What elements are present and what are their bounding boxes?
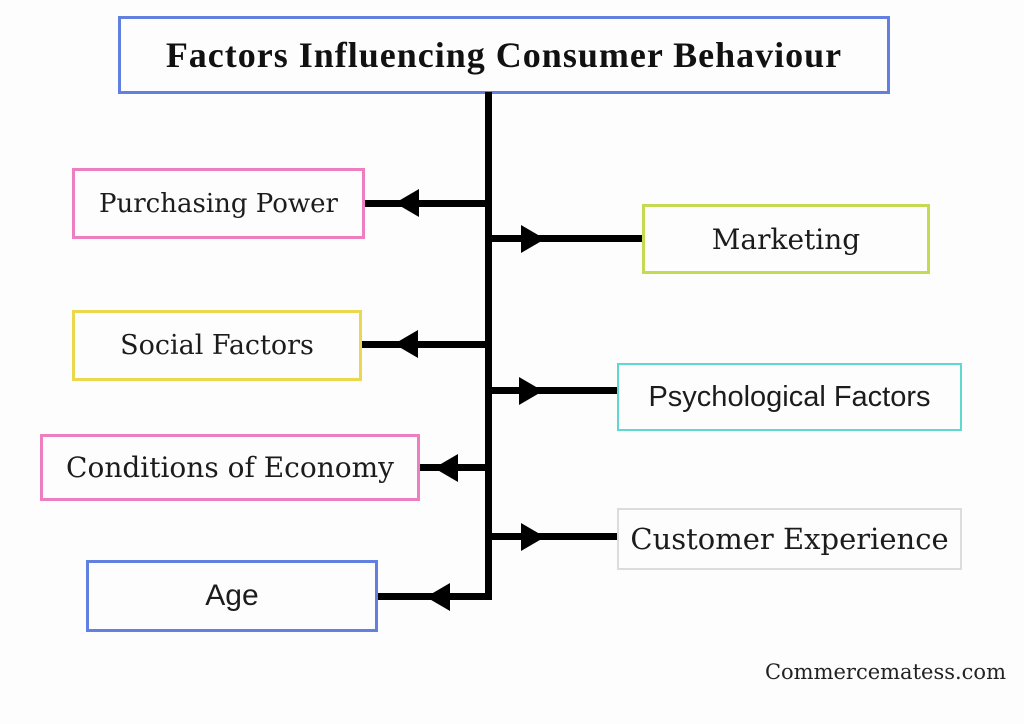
title-box: Factors Influencing Consumer Behaviour — [118, 16, 890, 94]
factor-label: Purchasing Power — [99, 188, 338, 219]
connector-marketing — [485, 235, 643, 242]
arrowhead-left-icon — [426, 583, 450, 611]
factor-box-purchasing-power: Purchasing Power — [72, 168, 365, 239]
connector-psychological — [485, 387, 618, 394]
diagram-title: Factors Influencing Consumer Behaviour — [165, 35, 843, 75]
arrowhead-right-icon — [519, 377, 543, 405]
factor-label: Age — [205, 579, 259, 612]
factor-label: Psychological Factors — [648, 380, 931, 413]
connector-social-factors — [360, 341, 492, 348]
factor-box-marketing: Marketing — [642, 204, 930, 274]
arrowhead-left-icon — [394, 330, 418, 358]
factor-box-age: Age — [86, 560, 378, 632]
factor-box-customer-experience: Customer Experience — [617, 508, 962, 570]
arrowhead-right-icon — [521, 523, 545, 551]
factor-label: Customer Experience — [630, 522, 949, 556]
factor-box-psychological-factors: Psychological Factors — [617, 363, 962, 431]
factor-box-conditions-of-economy: Conditions of Economy — [40, 434, 420, 501]
connector-purchasing-power — [363, 200, 492, 207]
factor-label: Social Factors — [120, 330, 314, 361]
arrowhead-right-icon — [521, 225, 545, 253]
connector-customer-experience — [485, 533, 618, 540]
watermark-text: Commercematess.com — [764, 660, 1006, 684]
arrowhead-left-icon — [434, 454, 458, 482]
arrowhead-left-icon — [395, 189, 419, 217]
factor-label: Conditions of Economy — [66, 451, 394, 484]
factor-box-social-factors: Social Factors — [72, 310, 362, 381]
factor-label: Marketing — [711, 222, 861, 256]
